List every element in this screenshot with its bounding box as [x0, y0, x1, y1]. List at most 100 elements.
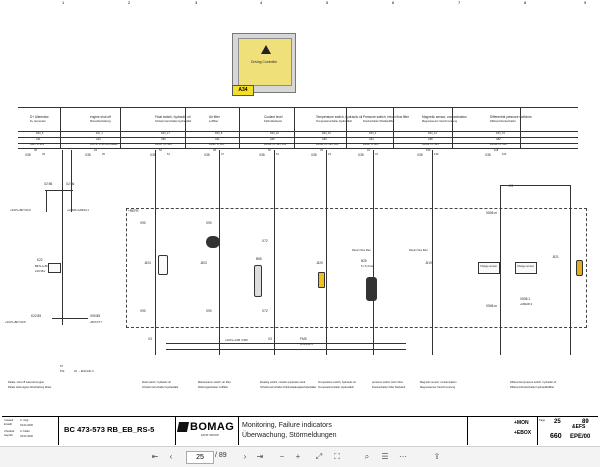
- x72-label: X72: [262, 239, 268, 243]
- page-input[interactable]: 25: [186, 451, 214, 464]
- k22-85-sub: +SUPL+BKT/10.8: [5, 321, 26, 324]
- page-code: 660: [550, 433, 562, 440]
- schematic-sheet: 1 2 3 4 5 6 7 8 9 Driving Controller A34…: [0, 0, 600, 446]
- signal-name: Float switch, hydraulic oil: [155, 115, 191, 119]
- x3-right-label: -X3: [508, 184, 513, 188]
- connector-pin: 118: [494, 149, 499, 152]
- x2-56-sub-right: +COMP+CAB/34.1: [67, 209, 89, 212]
- connector-pin: 102: [502, 153, 507, 156]
- document-number: BC 473-573 RB_EB_RS-5: [64, 425, 155, 434]
- float-switch-icon: [158, 255, 168, 275]
- brand-mark-icon: [176, 422, 190, 432]
- connector-pin: 24: [94, 149, 97, 152]
- controller-pin: A21: [36, 138, 41, 141]
- page-number: 25: [554, 419, 561, 425]
- signal-name-de: Druckschalter Rücklauffilter: [363, 120, 395, 123]
- previous-page-icon[interactable]: ‹: [169, 452, 173, 461]
- x90-label: X90: [140, 221, 146, 225]
- connector-pin: 51: [276, 153, 279, 156]
- connector-label: X35: [204, 153, 210, 157]
- page-total: / 89: [215, 452, 227, 459]
- column-number: 7: [458, 0, 461, 5]
- connector-pin: 47: [221, 153, 224, 156]
- x506-label: X506.m: [486, 211, 497, 215]
- x2-56-sub: +SUPL+BKT/10.8: [10, 209, 31, 212]
- connector-label: X35: [485, 153, 491, 157]
- more-icon[interactable]: ⋯: [399, 452, 407, 461]
- component-caption: pressure switch return flow: [372, 381, 403, 384]
- checked-name: A. Köller: [20, 430, 30, 433]
- component-caption-de: Temperaturschalter Hydrauliköl: [318, 386, 354, 389]
- controller-pin: A50: [161, 138, 166, 141]
- search-icon[interactable]: ⌕: [364, 452, 370, 461]
- return-flow-label: Return flow filter: [352, 249, 371, 252]
- x506-sub: +DRE06.3: [520, 303, 533, 306]
- title-block: Created Erstellt A. Vogt 03.04.2020 Chec…: [2, 416, 598, 445]
- controller-pin: A24: [96, 138, 101, 141]
- signal-name: D+ Alternator: [30, 115, 49, 119]
- signal-spec: DIN17 / 8..32V: [155, 143, 173, 146]
- brand-sub: FAYAT GROUP: [201, 434, 219, 437]
- signal-name: Air filter: [209, 115, 220, 119]
- component-caption: Float switch, hydraulic oil: [142, 381, 171, 384]
- controller-pin: A33: [322, 138, 327, 141]
- signal-name-de: Temperaturschalter Hydrauliköl: [316, 120, 352, 123]
- zoom-out-icon[interactable]: −: [279, 452, 285, 461]
- air-filter-switch-icon: [206, 236, 220, 248]
- first-page-icon[interactable]: ⇤: [151, 452, 159, 461]
- checked-label: Checked: [4, 430, 15, 433]
- b25-sub: 5 x 6,3 bar: [361, 265, 374, 268]
- signal-name-de: Kühlmittelstand: [264, 120, 282, 123]
- checked-label-de: Geprüft: [4, 434, 13, 437]
- component-caption-de: Relais Hubmagnet Abschaltung Motor: [8, 386, 52, 389]
- connector-pin: 150: [426, 149, 431, 152]
- full-screen-icon[interactable]: ⛶: [334, 452, 340, 461]
- x506-1-right-label: X506:1: [520, 297, 531, 301]
- created-name: A. Vogt: [20, 419, 29, 422]
- return-flow-label: Return flow filter: [409, 249, 428, 252]
- relay-contact-87a: 87a: [60, 370, 65, 373]
- zoom-in-icon[interactable]: +: [295, 452, 301, 461]
- column-number: 9: [584, 0, 587, 5]
- brand-logo: BOMAG: [190, 421, 235, 433]
- refr-label: +REFR: [128, 209, 139, 213]
- signal-spec: OUT9 / 2.5A con-Reads: [90, 143, 118, 146]
- signal-name: engine shut off: [90, 115, 111, 119]
- component-caption-de: Schwimmerschalter Hydrauliköl: [142, 386, 179, 389]
- page-label: Page: [539, 419, 546, 422]
- signal-code: DIN_19: [496, 132, 505, 135]
- component-caption: Floating switch, coolant expansion tank: [260, 381, 306, 384]
- signal-name-de: Magnetsensor Verschmutzung: [422, 120, 458, 123]
- x3-label: X3: [268, 337, 272, 341]
- x90-label: X90: [206, 221, 212, 225]
- controller-pin: A82: [496, 138, 501, 141]
- share-icon[interactable]: ⇪: [433, 452, 441, 461]
- signal-name: Pressure switch, return flow filter: [363, 115, 410, 119]
- connector-pin: 25: [102, 153, 105, 156]
- signal-name-de: Differenzdruckschalter: [490, 120, 516, 123]
- signal-code: DIN_10: [322, 132, 331, 135]
- fit-page-icon[interactable]: ⤢: [315, 452, 323, 461]
- connector-label: X35: [85, 153, 91, 157]
- column-number: 6: [392, 0, 395, 5]
- component-caption: Maintenance switch, air filter: [198, 381, 231, 384]
- driving-controller: Driving Controller: [232, 33, 296, 93]
- k22-sub2: 24V/15A: [35, 270, 45, 273]
- connector-label: X35: [25, 153, 31, 157]
- next-page-icon[interactable]: ›: [243, 452, 247, 461]
- signal-spec: DIN14 / 8..32V: [422, 143, 440, 146]
- x72-label: X72: [262, 309, 268, 313]
- connector-pin: 31: [367, 149, 370, 152]
- relay-contact-30: 30 → ENG1/21.3: [74, 370, 94, 373]
- component-caption-de: Druckschalter Filter Rücklauf: [372, 386, 406, 389]
- charge-sensor-box: Charge sensor: [478, 262, 500, 274]
- thumbnails-icon[interactable]: ☰: [381, 452, 389, 461]
- controller-label: Driving Controller: [251, 60, 278, 64]
- coolant-level-switch-icon: [254, 265, 262, 297]
- component-caption: Magnetic sensor, contamination: [420, 381, 457, 384]
- relay-contact-87: 87: [60, 365, 63, 368]
- signal-spec: DIN16 / 8..32V, DIZ: [264, 143, 287, 146]
- refr-frame: [126, 208, 587, 328]
- last-page-icon[interactable]: ⇥: [256, 452, 264, 461]
- sheet-count: 89: [582, 419, 589, 425]
